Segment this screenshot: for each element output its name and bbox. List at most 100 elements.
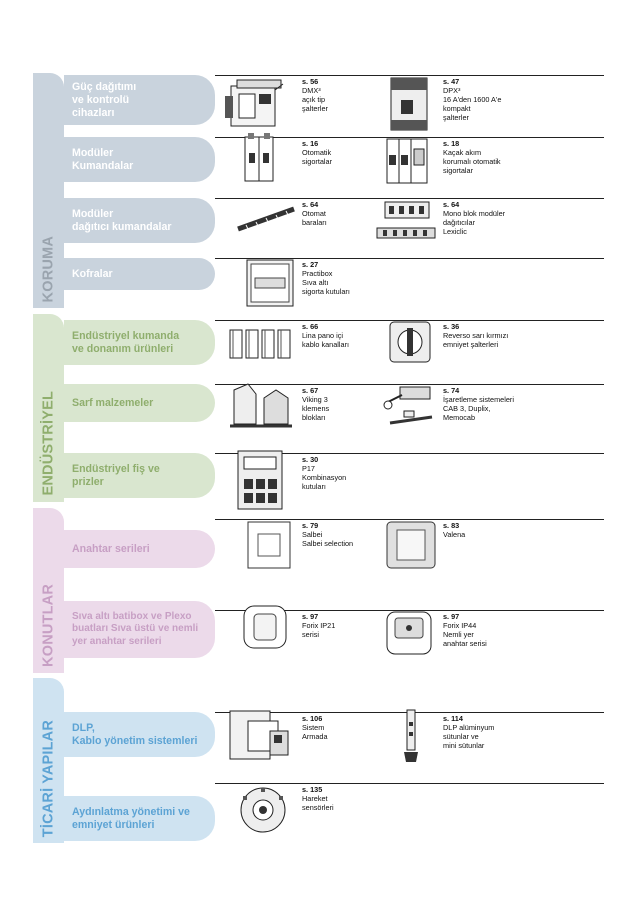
page-number: s. 79 bbox=[302, 521, 319, 530]
ref-hareket: s. 135 Hareket sensörleri bbox=[302, 785, 334, 812]
page-number: s. 97 bbox=[443, 612, 460, 621]
page-number: s. 16 bbox=[302, 139, 319, 148]
row-label-sarf: Sarf malzemeler bbox=[64, 384, 215, 422]
ref-line: Salbei bbox=[302, 530, 323, 539]
ref-line: DPX³ bbox=[443, 86, 461, 95]
section-label-ticari: TİCARİ YAPILAR bbox=[40, 719, 57, 837]
page-number: s. 66 bbox=[302, 322, 319, 331]
label-line: Aydınlatma yönetimi ve bbox=[72, 805, 190, 818]
ref-line: Armada bbox=[302, 732, 328, 741]
ref-line: baraları bbox=[302, 218, 327, 227]
divider bbox=[215, 783, 604, 784]
ref-isaretleme: s. 74 İşaretleme sistemeleri CAB 3, Dupl… bbox=[443, 386, 514, 422]
ref-reverso: s. 36 Reverso sarı kırmızı emniyet şalte… bbox=[443, 322, 508, 349]
divider bbox=[215, 137, 604, 138]
section-label-koruma: KORUMA bbox=[40, 235, 57, 302]
ref-line: sensörleri bbox=[302, 803, 334, 812]
ref-otomat-bara: s. 64 Otomat baraları bbox=[302, 200, 327, 227]
ref-line: Practibox bbox=[302, 269, 333, 278]
divider bbox=[215, 198, 604, 199]
air-circuit-breaker-image bbox=[225, 79, 284, 127]
ref-line: açık tip bbox=[302, 95, 326, 104]
ref-line: kompakt bbox=[443, 104, 471, 113]
practibox-image bbox=[246, 259, 294, 307]
ref-line: Lexiclic bbox=[443, 227, 467, 236]
label-line: yer anahtar serileri bbox=[72, 635, 162, 647]
page-number: s. 27 bbox=[302, 260, 319, 269]
ref-line: CAB 3, Duplix, bbox=[443, 404, 491, 413]
page-number: s. 36 bbox=[443, 322, 460, 331]
ref-practibox: s. 27 Practibox Sıva altı sigorta kutula… bbox=[302, 260, 350, 296]
page-number: s. 135 bbox=[302, 785, 323, 794]
divider bbox=[215, 320, 604, 321]
marking-system-image bbox=[383, 386, 433, 425]
ref-kacak-akim: s. 18 Kaçak akım korumalı otomatik sigor… bbox=[443, 139, 501, 175]
safety-switch-image bbox=[389, 321, 431, 363]
page-number: s. 83 bbox=[443, 521, 460, 530]
divider bbox=[215, 453, 604, 454]
ref-line: mini sütunlar bbox=[443, 741, 485, 750]
divider bbox=[215, 75, 604, 76]
label-line: prizler bbox=[72, 475, 104, 488]
ref-line: Sistem bbox=[302, 723, 325, 732]
label-line: Anahtar serileri bbox=[72, 542, 150, 555]
ref-dmx: s. 56 DMX³ açık tip şalterler bbox=[302, 77, 328, 113]
section-label-konutlar: KONUTLAR bbox=[40, 584, 57, 667]
salbei-switch-image bbox=[247, 521, 291, 569]
ref-dlp-sutun: s. 114 DLP alüminyum sütunlar ve mini sü… bbox=[443, 714, 494, 750]
ref-line: kablo kanalları bbox=[302, 340, 350, 349]
ref-line: 16 A'den 1600 A'e bbox=[443, 95, 502, 104]
ref-line: serisi bbox=[302, 630, 320, 639]
ref-line: Mono blok modüler bbox=[443, 209, 506, 218]
ref-line: sigortalar bbox=[443, 166, 474, 175]
valena-switch-image bbox=[386, 521, 436, 569]
motion-sensor-image bbox=[240, 787, 286, 833]
ref-forix-ip21: s. 97 Forix IP21 serisi bbox=[302, 612, 335, 639]
cable-trunking-image bbox=[229, 329, 291, 359]
ref-line: emniyet şalterleri bbox=[443, 340, 499, 349]
ref-lexiclic: s. 64 Mono blok modüler dağıtıcılar Lexi… bbox=[443, 200, 505, 236]
page-number: s. 106 bbox=[302, 714, 323, 723]
label-line: emniyet ürünleri bbox=[72, 818, 155, 831]
ref-line: Salbei selection bbox=[302, 539, 354, 548]
label-line: Modüler bbox=[72, 146, 114, 159]
forix-ip44-image bbox=[386, 611, 432, 655]
ref-line: blokları bbox=[302, 413, 326, 422]
ref-line: Lina pano içi bbox=[302, 331, 343, 340]
ref-armada: s. 106 Sistem Armada bbox=[302, 714, 328, 741]
label-line: Sarf malzemeler bbox=[72, 396, 154, 409]
ref-line: korumalı otomatik bbox=[443, 157, 501, 166]
divider bbox=[215, 610, 604, 611]
section-ticari: TİCARİ YAPILAR bbox=[33, 678, 64, 843]
ref-otomatik: s. 16 Otomatik sigortalar bbox=[302, 139, 332, 166]
divider bbox=[215, 519, 604, 520]
ref-line: P17 bbox=[302, 464, 315, 473]
ref-salbei: s. 79 Salbei Salbei selection bbox=[302, 521, 353, 548]
ref-line: anahtar serisi bbox=[443, 639, 487, 648]
label-line: buatları Sıva üstü ve nemli bbox=[72, 623, 199, 635]
label-line: cihazları bbox=[72, 106, 115, 119]
page-number: s. 47 bbox=[443, 77, 460, 86]
label-line: ve donanım ürünleri bbox=[72, 342, 174, 355]
ref-line: klemens bbox=[302, 404, 330, 413]
ref-line: şalterler bbox=[443, 113, 469, 122]
ref-line: Reverso sarı kırmızı bbox=[443, 331, 509, 340]
ref-viking: s. 67 Viking 3 klemens blokları bbox=[302, 386, 329, 422]
page-number: s. 67 bbox=[302, 386, 319, 395]
ref-dpx: s. 47 DPX³ 16 A'den 1600 A'e kompakt şal… bbox=[443, 77, 501, 122]
label-line: dağıtıcı kumandalar bbox=[72, 220, 172, 233]
label-line: Endüstriyel fiş ve bbox=[72, 462, 160, 475]
page-number: s. 56 bbox=[302, 77, 319, 86]
ref-line: DMX³ bbox=[302, 86, 321, 95]
section-konutlar: KONUTLAR bbox=[33, 508, 64, 673]
ref-line: Otomatik bbox=[302, 148, 332, 157]
p17-box-image bbox=[237, 450, 283, 510]
label-line: Kablo yönetim sistemleri bbox=[72, 734, 198, 747]
ref-line: Forix IP21 bbox=[302, 621, 336, 630]
ref-line: Hareket bbox=[302, 794, 328, 803]
